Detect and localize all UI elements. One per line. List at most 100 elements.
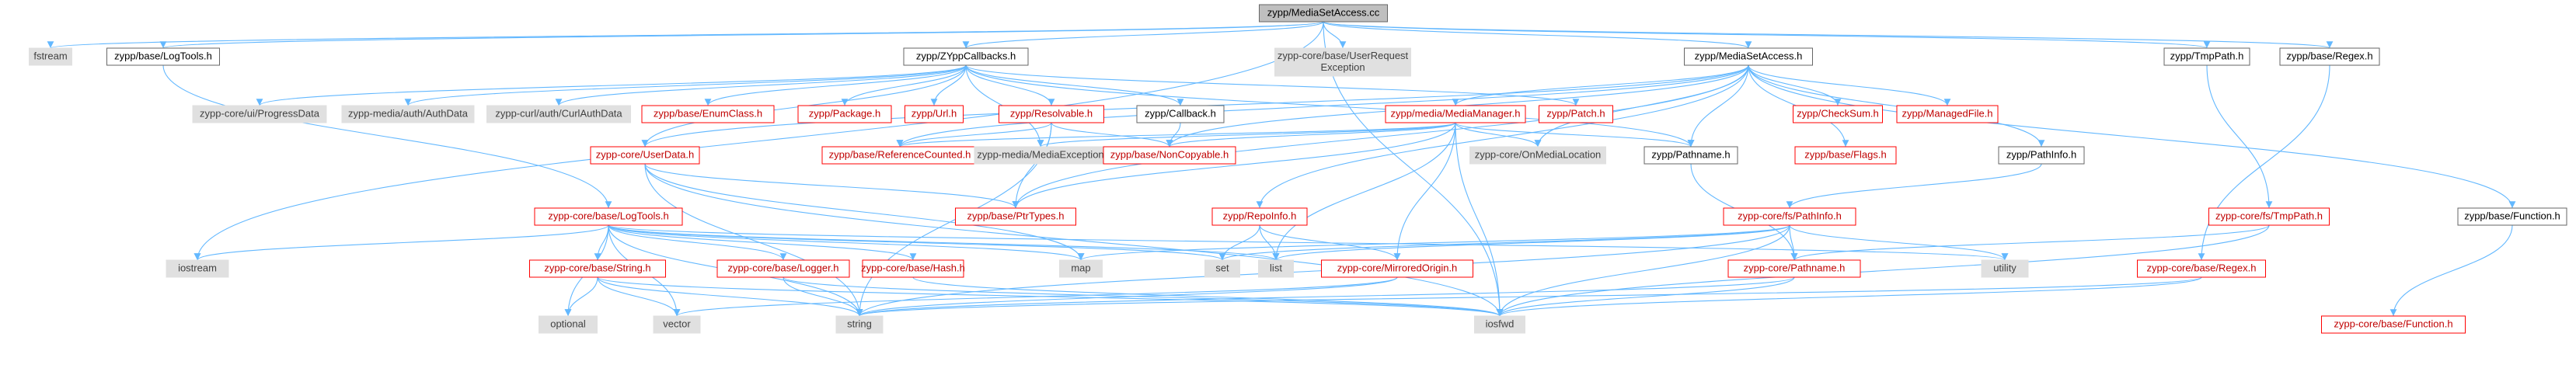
edge-logtools_core-to-list bbox=[608, 224, 1280, 261]
node-label: zypp/base/Function.h bbox=[2464, 210, 2560, 221]
node-progressdata[interactable]: zypp-core/ui/ProgressData bbox=[192, 105, 327, 123]
edge-root-to-tmppath bbox=[1323, 21, 2210, 49]
edge-fs_tmppath-to-pathname_core bbox=[1790, 224, 2270, 261]
node-tmppath[interactable]: zypp/TmpPath.h bbox=[2163, 47, 2250, 66]
edge-mediamanager-to-refcounted bbox=[897, 122, 1456, 148]
node-url[interactable]: zypp/Url.h bbox=[905, 105, 964, 123]
node-fs_pathinfo[interactable]: zypp-core/fs/PathInfo.h bbox=[1723, 207, 1856, 226]
node-root[interactable]: zypp/MediaSetAccess.cc bbox=[1259, 4, 1388, 23]
node-pathname_zypp[interactable]: zypp/Pathname.h bbox=[1644, 146, 1738, 165]
node-box bbox=[905, 105, 964, 123]
node-zypp_callbacks[interactable]: zypp/ZYppCallbacks.h bbox=[903, 47, 1029, 66]
node-ptrtypes[interactable]: zypp/base/PtrTypes.h bbox=[955, 207, 1076, 226]
edge-logtools_core-to-utility bbox=[608, 224, 2008, 261]
node-noncopyable[interactable]: zypp/base/NonCopyable.h bbox=[1103, 146, 1236, 165]
edge-string_core-to-optional bbox=[564, 276, 598, 317]
node-managedfile[interactable]: zypp/ManagedFile.h bbox=[1896, 105, 1999, 123]
node-label: zypp/TmpPath.h bbox=[2170, 50, 2244, 61]
edge-repoinfo-to-set bbox=[1218, 224, 1260, 261]
node-mirroredorigin[interactable]: zypp-core/MirroredOrigin.h bbox=[1321, 259, 1473, 278]
node-label: iosfwd bbox=[1486, 318, 1515, 329]
node-box bbox=[1896, 105, 1999, 123]
node-label: zypp-core/base/String.h bbox=[544, 262, 650, 273]
node-list[interactable]: list bbox=[1258, 259, 1294, 278]
node-utility[interactable]: utility bbox=[1981, 259, 2029, 278]
node-regex_base[interactable]: zypp/base/Regex.h bbox=[2279, 47, 2380, 66]
node-pathinfo_zypp[interactable]: zypp/PathInfo.h bbox=[1998, 146, 2085, 165]
node-label: zypp/Patch.h bbox=[1546, 107, 1605, 119]
node-box bbox=[1998, 146, 2085, 165]
node-resolvable[interactable]: zypp/Resolvable.h bbox=[999, 105, 1104, 123]
node-onmedialocation[interactable]: zypp-core/OnMediaLocation bbox=[1469, 146, 1606, 165]
node-refcounted[interactable]: zypp/base/ReferenceCounted.h bbox=[821, 146, 978, 165]
node-iostream[interactable]: iostream bbox=[166, 259, 229, 278]
node-label: set bbox=[1215, 262, 1229, 273]
node-box bbox=[2321, 315, 2466, 334]
edge-mediasetaccess_h-to-onmedialocation bbox=[1534, 64, 1749, 148]
node-label: zypp-media/MediaException bbox=[977, 148, 1103, 160]
node-checksum[interactable]: zypp/CheckSum.h bbox=[1793, 105, 1883, 123]
node-logtools_base[interactable]: zypp/base/LogTools.h bbox=[106, 47, 220, 66]
node-map[interactable]: map bbox=[1059, 259, 1103, 278]
node-repoinfo[interactable]: zypp/RepoInfo.h bbox=[1211, 207, 1308, 226]
node-string_core[interactable]: zypp-core/base/String.h bbox=[529, 259, 666, 278]
node-label: fstream bbox=[33, 50, 67, 61]
node-set[interactable]: set bbox=[1204, 259, 1240, 278]
node-label: zypp-core/fs/PathInfo.h bbox=[1738, 210, 1842, 221]
node-label: zypp-core/MirroredOrigin.h bbox=[1337, 262, 1458, 273]
node-mediamanager[interactable]: zypp/media/MediaManager.h bbox=[1385, 105, 1526, 123]
node-box bbox=[999, 105, 1104, 123]
node-box bbox=[2208, 207, 2330, 226]
node-label: zypp/Url.h bbox=[912, 107, 957, 119]
node-label: optional bbox=[550, 318, 586, 329]
edge-logtools_core-to-string_core bbox=[594, 224, 609, 261]
node-logger[interactable]: zypp-core/base/Logger.h bbox=[716, 259, 850, 278]
node-label: zypp/base/ReferenceCounted.h bbox=[829, 148, 971, 160]
node-userdata[interactable]: zypp-core/UserData.h bbox=[590, 146, 700, 165]
edge-mediasetaccess_h-to-managedfile bbox=[1748, 64, 1951, 106]
node-box bbox=[529, 259, 666, 278]
node-patch[interactable]: zypp/Patch.h bbox=[1539, 105, 1613, 123]
node-logtools_core[interactable]: zypp-core/base/LogTools.h bbox=[534, 207, 683, 226]
edge-zypp_callbacks-to-enumclass bbox=[704, 64, 967, 106]
node-box bbox=[106, 47, 220, 66]
node-label: zypp/Pathname.h bbox=[1651, 148, 1730, 160]
node-label: zypp-core/base/Logger.h bbox=[727, 262, 838, 273]
node-box bbox=[1684, 47, 1813, 66]
node-fs_tmppath[interactable]: zypp-core/fs/TmpPath.h bbox=[2208, 207, 2330, 226]
edge-regex_core-to-iosfwd bbox=[1496, 276, 2202, 317]
node-package[interactable]: zypp/Package.h bbox=[797, 105, 892, 123]
edge-root-to-userrequest bbox=[1323, 21, 1347, 49]
node-regex_core[interactable]: zypp-core/base/Regex.h bbox=[2137, 259, 2266, 278]
node-function_core[interactable]: zypp-core/base/Function.h bbox=[2321, 315, 2466, 334]
node-callback[interactable]: zypp/Callback.h bbox=[1136, 105, 1225, 123]
node-hash[interactable]: zypp-core/base/Hash.h bbox=[861, 259, 965, 278]
node-label: zypp/base/EnumClass.h bbox=[654, 107, 762, 119]
node-box bbox=[534, 207, 683, 226]
edge-resolvable-to-noncopyable bbox=[1051, 122, 1173, 148]
node-function_base[interactable]: zypp/base/Function.h bbox=[2457, 207, 2567, 226]
node-curlauthdata[interactable]: zypp-curl/auth/CurlAuthData bbox=[486, 105, 631, 123]
node-mediasetaccess_h[interactable]: zypp/MediaSetAccess.h bbox=[1684, 47, 1813, 66]
node-box bbox=[1204, 259, 1240, 278]
node-string[interactable]: string bbox=[835, 315, 884, 334]
node-flags[interactable]: zypp/base/Flags.h bbox=[1794, 146, 1897, 165]
node-enumclass[interactable]: zypp/base/EnumClass.h bbox=[641, 105, 775, 123]
edge-mediasetaccess_h-to-repoinfo bbox=[1256, 64, 1749, 209]
node-label: zypp/ManagedFile.h bbox=[1901, 107, 1992, 119]
edge-userdata-to-ptrtypes bbox=[644, 163, 1020, 209]
node-mediaexception[interactable]: zypp-media/MediaException bbox=[974, 146, 1107, 165]
node-iosfwd[interactable]: iosfwd bbox=[1474, 315, 1525, 334]
node-label: zypp-core/base/Function.h bbox=[2334, 318, 2452, 329]
node-optional[interactable]: optional bbox=[539, 315, 598, 334]
edge-zypp_callbacks-to-curlauthdata bbox=[555, 64, 967, 106]
edge-fs_tmppath-to-iosfwd bbox=[1496, 224, 2270, 317]
edge-zypp_callbacks-to-resolvable bbox=[965, 64, 1055, 106]
edge-hash-to-iosfwd bbox=[912, 276, 1504, 317]
node-pathname_core[interactable]: zypp-core/Pathname.h bbox=[1727, 259, 1861, 278]
node-vector[interactable]: vector bbox=[653, 315, 701, 334]
node-authdata[interactable]: zypp-media/auth/AuthData bbox=[341, 105, 475, 123]
node-fstream[interactable]: fstream bbox=[29, 47, 72, 66]
node-box bbox=[797, 105, 892, 123]
